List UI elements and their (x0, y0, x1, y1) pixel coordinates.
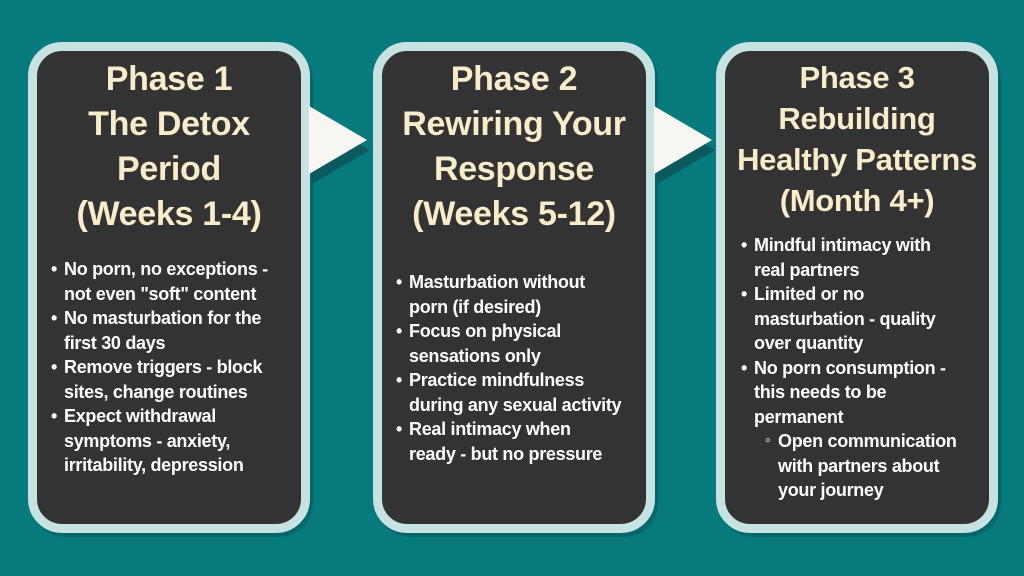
bullet-icon: • (51, 357, 58, 377)
card-title-line: Healthy Patterns (737, 142, 977, 177)
phase-1-bullets: • No porn, no exceptions - not even "sof… (37, 257, 301, 478)
bullet-icon: • (396, 419, 403, 439)
list-item-text: Open communication with partners about y… (778, 431, 957, 500)
card-title-line: (Month 4+) (779, 183, 935, 218)
bullet-icon: • (396, 321, 403, 341)
list-item-text: No porn consumption - this needs to be p… (754, 357, 946, 427)
bullet-icon: ◦ (765, 432, 771, 449)
list-item: • Remove triggers - block sites, change … (51, 355, 299, 404)
list-item-text: No masturbation for the first 30 days (64, 308, 262, 353)
list-item: • Practice mindfulness during any sexual… (396, 368, 644, 417)
phase-2-title: Phase 2 Rewiring Your Response (Weeks 5-… (382, 57, 646, 237)
phase-3-bullets: • Mindful intimacy with real partners • … (725, 233, 989, 503)
list-item-text: Remove triggers - block sites, change ro… (64, 357, 263, 402)
card-title-line: (Weeks 5-12) (412, 195, 616, 233)
list-item: • Limited or no masturbation - quality o… (741, 282, 987, 356)
bullet-icon: • (396, 370, 403, 390)
list-item: • No porn, no exceptions - not even "sof… (51, 257, 299, 306)
phase-3-card: Phase 3 Rebuilding Healthy Patterns (Mon… (716, 42, 998, 533)
bullet-icon: • (396, 272, 403, 292)
bullet-icon: • (51, 259, 58, 279)
bullet-icon: • (741, 284, 748, 304)
list-item-text: Expect withdrawal symptoms - anxiety, ir… (64, 406, 244, 475)
card-title-line: Phase 2 (450, 60, 578, 98)
phase-2-card: Phase 2 Rewiring Your Response (Weeks 5-… (373, 42, 655, 533)
list-item: • Real intimacy when ready - but no pres… (396, 417, 644, 466)
list-item-text: No porn, no exceptions - not even "soft"… (64, 259, 268, 304)
list-item-text: Real intimacy when ready - but no pressu… (409, 419, 603, 464)
phase-1-card: Phase 1 The Detox Period (Weeks 1-4) • N… (28, 42, 310, 533)
card-title-line: Rebuilding (778, 101, 936, 136)
bullet-icon: • (51, 308, 58, 328)
arrow-right-icon (654, 106, 715, 184)
card-title-line: The Detox (88, 105, 250, 143)
bullet-icon: • (741, 357, 748, 378)
phase-1-title: Phase 1 The Detox Period (Weeks 1-4) (37, 57, 301, 237)
list-item-text: Limited or no masturbation - quality ove… (754, 284, 936, 353)
arrow-phase2-to-phase3 (654, 104, 718, 188)
list-item: • Masturbation without porn (if desired) (396, 270, 644, 319)
list-item: • No porn consumption - this needs to be… (741, 356, 987, 430)
bullet-icon: • (741, 235, 748, 255)
card-title-line: Rewiring Your (402, 105, 626, 143)
list-item-text: Practice mindfulness during any sexual a… (409, 370, 622, 415)
list-item: • Focus on physical sensations only (396, 319, 644, 368)
card-title-line: Period (116, 150, 221, 188)
phase-3-title: Phase 3 Rebuilding Healthy Patterns (Mon… (725, 57, 989, 221)
arrow-right-icon (309, 106, 370, 184)
card-title-line: Response (433, 150, 595, 188)
arrow-phase1-to-phase2 (309, 104, 373, 188)
list-item-text: Masturbation without porn (if desired) (409, 272, 585, 317)
list-item: • Mindful intimacy with real partners (741, 233, 987, 282)
list-item: • No masturbation for the first 30 days (51, 306, 299, 355)
bullet-icon: • (51, 406, 58, 426)
card-title-line: Phase 3 (799, 60, 915, 95)
list-item: • Expect withdrawal symptoms - anxiety, … (51, 404, 299, 478)
list-item: ◦ Open communication with partners about… (741, 429, 987, 503)
card-title-line: (Weeks 1-4) (76, 195, 262, 233)
card-title-line: Phase 1 (105, 60, 233, 98)
phase-2-bullets: • Masturbation without porn (if desired)… (382, 270, 646, 466)
list-item-text: Focus on physical sensations only (409, 321, 561, 366)
list-item-text: Mindful intimacy with real partners (754, 235, 931, 280)
